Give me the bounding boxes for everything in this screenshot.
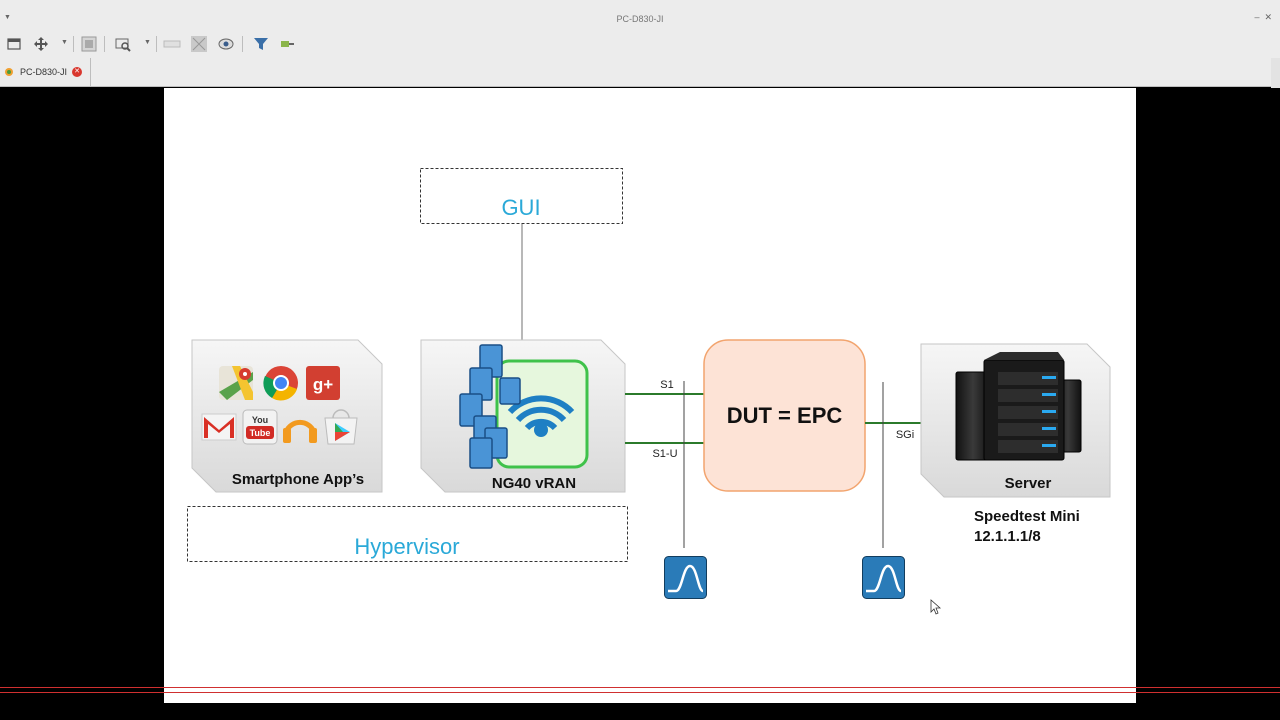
gui-box [420,168,623,224]
move-dropdown-icon[interactable]: ▼ [61,39,68,46]
tab-close-icon[interactable]: ✕ [72,67,82,77]
gmail-icon [201,413,237,441]
server-rack-icon [955,352,1082,461]
guide-line-bottom [0,692,1280,693]
zoom-icon[interactable] [114,35,132,53]
network-icon [4,67,14,77]
eye-icon[interactable] [217,35,235,53]
toolbar: ▼ ▼ [0,30,1280,59]
dut-label: DUT = EPC [727,403,843,428]
window-titlebar: ▼ PC-D830-JI – ✕ [0,0,1280,31]
google-plus-icon: g+ [306,366,340,400]
monitor-icon-s1 [664,556,707,599]
google-music-icon [283,419,317,443]
copy-screen-icon[interactable] [80,35,98,53]
guide-line-top [0,687,1280,688]
vran-label: NG40 vRAN [492,475,576,492]
mouse-cursor-icon [930,599,942,615]
window-controls[interactable]: – ✕ [1254,12,1272,22]
window-menu-icon[interactable]: ▼ [4,14,11,21]
tab-label: PC-D830-JI [20,67,68,77]
filter-icon[interactable] [252,35,270,53]
s1-label: S1 [660,379,673,391]
window-title: PC-D830-JI [616,14,664,24]
mobile-devices-icon [459,344,521,469]
svg-text:g+: g+ [313,375,333,394]
server-label: Server [1005,475,1052,492]
vertical-scrollbar[interactable] [1271,58,1280,88]
move-icon[interactable] [32,35,50,53]
youtube-icon: You Tube [242,409,278,445]
gui-label: GUI [501,195,540,220]
speedtest-address: 12.1.1.1/8 [974,528,1041,545]
sgi-label: SGi [896,429,914,441]
google-play-store-icon [324,409,358,445]
window-icon[interactable] [5,35,23,53]
chrome-icon [263,366,298,401]
tab-pc-d830-ji[interactable]: PC-D830-JI ✕ [0,58,91,86]
speedtest-label: Speedtest Mini [974,508,1080,525]
wifi-icon [507,395,575,437]
monitor-icon-sgi [862,556,905,599]
slide-canvas: GUI Hypervisor g+ You Tube [164,88,1136,692]
slide-footer [164,693,1136,703]
hypervisor-label: Hypervisor [354,534,459,559]
tab-bar: PC-D830-JI ✕ [0,58,1280,87]
grid-icon[interactable] [190,35,208,53]
dut-epc-box [703,339,866,492]
svg-text:Tube: Tube [250,428,271,438]
zoom-dropdown-icon[interactable]: ▼ [144,39,151,46]
svg-text:You: You [252,415,268,425]
vran-green-panel [495,359,589,469]
pin-icon[interactable] [278,35,296,53]
hypervisor-box [187,506,628,562]
ruler-icon[interactable] [163,35,181,53]
network-diagram: GUI Hypervisor g+ You Tube [187,168,1111,615]
s1u-label: S1-U [652,448,677,460]
google-maps-icon [219,366,253,400]
smartphone-label: Smartphone App’s [232,471,364,488]
